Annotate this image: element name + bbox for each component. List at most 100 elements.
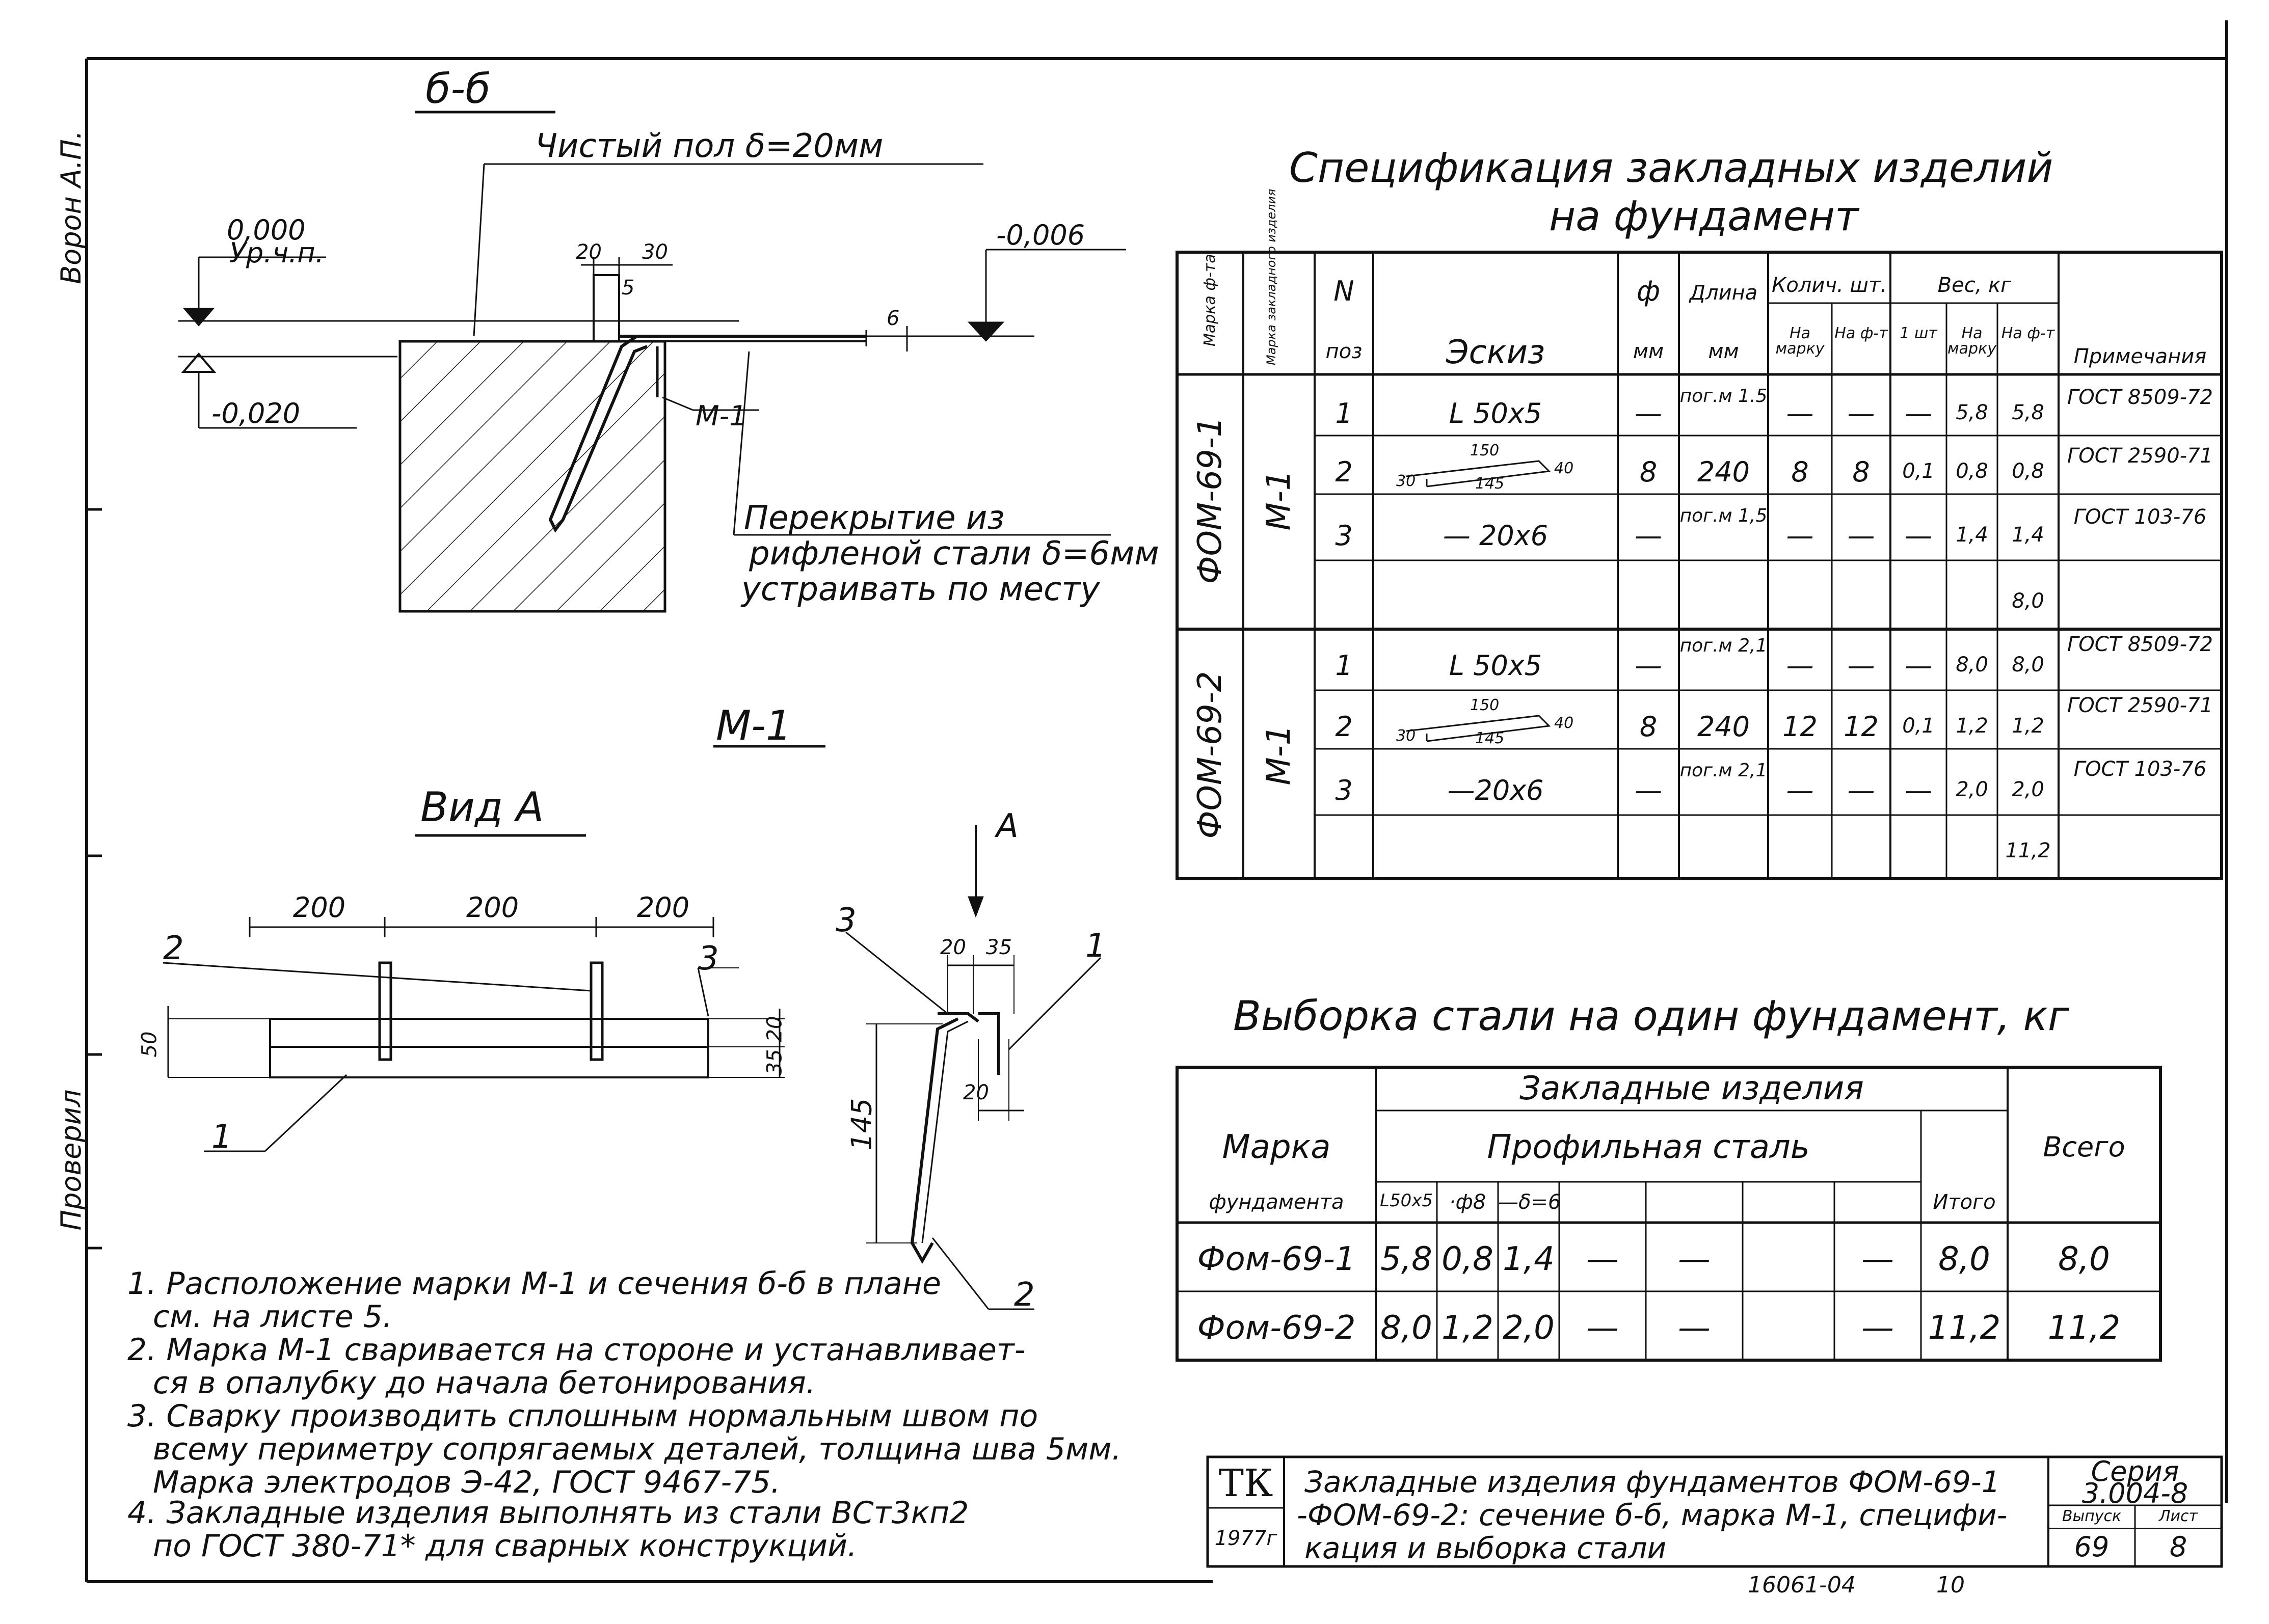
note-3b: всему периметру сопрягаемых деталей, тол… — [153, 1431, 1122, 1467]
spec-r1-len: пог.м 1.5 — [1679, 386, 1768, 407]
mark-m1-label: М-1 — [696, 400, 747, 432]
rebar1-r: 40 — [1554, 459, 1574, 477]
spec-g2-total: 11,2 — [2005, 839, 2051, 862]
arrow-a-label: А — [996, 807, 1019, 845]
note-3a: 3. Сварку производить сплошным нормальны… — [127, 1398, 1038, 1434]
steel-r2-mark: Фом-69-2 — [1197, 1309, 1356, 1347]
spec-r3-poz: 3 — [1335, 520, 1353, 552]
spec-title-2: на фундамент — [1549, 193, 1859, 240]
spec-h-qty-mark: На марку — [1775, 324, 1825, 358]
dim-200-a: 200 — [293, 891, 346, 924]
stamp-org: ТК — [1218, 1461, 1273, 1505]
spec-r1-wf: 5,8 — [2012, 401, 2044, 424]
note-2a: 2. Марка М-1 сваривается на стороне и ус… — [127, 1332, 1026, 1368]
spec-h-w-one: 1 шт — [1900, 324, 1937, 342]
note-1b: см. на листе 5. — [153, 1299, 392, 1335]
stamp-issue-label: Выпуск — [2062, 1507, 2122, 1525]
steel-h-itogo: Итого — [1933, 1190, 1996, 1214]
floor-note: Чистый пол δ=20мм — [535, 127, 884, 165]
footer-page: 10 — [1936, 1572, 1965, 1598]
profile-drawing — [845, 825, 1102, 1310]
rebar2-a: 150 — [1470, 696, 1500, 714]
spec-r2-wm: 0,8 — [1956, 459, 1988, 483]
spec-r6-phi: — — [1635, 774, 1662, 806]
margin-text-2: Ворон А.П. — [55, 130, 87, 284]
spec-r6-qm: — — [1786, 774, 1814, 806]
spec-h-phi-mm: мм — [1633, 340, 1664, 363]
margin-text-1: Проверил — [55, 1089, 87, 1231]
spec-r5-len: 240 — [1697, 711, 1750, 743]
dim-5: 5 — [622, 276, 635, 300]
view-a-title: Вид А — [420, 783, 544, 831]
steel-r1-v1: 5,8 — [1380, 1240, 1432, 1278]
spec-r5-qf: 12 — [1844, 711, 1879, 743]
spec-r4-wm: 8,0 — [1956, 653, 1988, 676]
left-margin-marks — [87, 508, 102, 1250]
spec-h-sketch: Эскиз — [1446, 334, 1545, 371]
spec-h-notes: Примечания — [2073, 345, 2207, 368]
spec-r4-qm: — — [1786, 649, 1814, 682]
stamp-issue: 69 — [2074, 1531, 2110, 1563]
spec-r1-poz: 1 — [1335, 397, 1353, 429]
rebar1-l: 30 — [1396, 472, 1416, 490]
stamp-grid — [1206, 1455, 2223, 1568]
section-bb-drawing — [178, 111, 1126, 613]
level-zero: 0,000 — [227, 214, 306, 246]
cover-note-line-3: устраивать по месту — [741, 571, 1100, 608]
spec-r4-wf: 8,0 — [2012, 653, 2044, 676]
rebar-sketch-row2 — [1406, 460, 1551, 488]
steel-r1-v4: — — [1586, 1240, 1619, 1278]
spec-h-phi: ф — [1636, 275, 1661, 307]
steel-h-profile: Профильная сталь — [1487, 1128, 1810, 1166]
spec-r2-qm: 8 — [1791, 456, 1809, 488]
spec-r1-phi: — — [1635, 397, 1662, 429]
spec-r6-qf: — — [1847, 774, 1875, 806]
steel-r2-v1: 8,0 — [1380, 1309, 1432, 1347]
spec-r3-phi: — — [1635, 520, 1662, 552]
spec-r3-wf: 1,4 — [2012, 523, 2044, 547]
spec-r4-qf: — — [1847, 649, 1875, 682]
spec-h-length: Длина — [1689, 281, 1758, 305]
stamp-desc-2: -ФОМ-69-2: сечение б-б, марка М-1, специ… — [1297, 1498, 2008, 1532]
spec-r4-sketch: L 50x5 — [1449, 649, 1542, 682]
spec-r5-phi: 8 — [1639, 711, 1658, 743]
rebar2-b: 145 — [1475, 729, 1505, 747]
spec-r1-qf: — — [1847, 397, 1875, 429]
steel-r1-mark: Фом-69-1 — [1197, 1240, 1356, 1278]
spec-h-weight: Вес, кг — [1937, 274, 2012, 297]
spec-r6-note: ГОСТ 103-76 — [2073, 757, 2207, 781]
spec-h-qty: Колич. шт. — [1771, 274, 1887, 297]
cover-note-line-2: рифленой стали δ=6мм — [749, 535, 1159, 573]
spec-h-qty-found: На ф-т — [1834, 324, 1888, 342]
steel-r1-v6: — — [1861, 1240, 1894, 1278]
dim-50: 50 — [138, 1031, 162, 1058]
steel-h-embedded: Закладные изделия — [1519, 1070, 1864, 1107]
view-a-drawing — [163, 745, 825, 1152]
spec-r2-phi: 8 — [1639, 456, 1658, 488]
rebar-sketch-row5 — [1406, 715, 1551, 742]
spec-h-w-mark: На марку — [1947, 324, 1996, 358]
spec-r1-wm: 5,8 — [1956, 401, 1988, 424]
spec-g1-found: ФОМ-69-1 — [1191, 416, 1229, 584]
stamp-year: 1977г — [1214, 1527, 1277, 1550]
rebar2-r: 40 — [1554, 714, 1574, 732]
spec-r3-qf: — — [1847, 520, 1875, 552]
spec-h-n: N — [1333, 275, 1354, 307]
spec-r1-note: ГОСТ 8509-72 — [2067, 386, 2213, 409]
dim-20: 20 — [576, 240, 602, 264]
spec-title-1: Спецификация закладных изделий — [1289, 144, 2053, 192]
spec-r3-w1: — — [1905, 520, 1932, 552]
spec-h-mark-item: Марка закладного изделия — [1264, 188, 1278, 365]
dim-20-right: 20 — [763, 1016, 787, 1042]
spec-h-w-found: На ф-т — [2001, 324, 2055, 342]
profile-callout-3: 3 — [836, 902, 857, 939]
spec-r2-note: ГОСТ 2590-71 — [2067, 444, 2213, 468]
stamp-series-label: Серия — [2091, 1455, 2179, 1487]
steel-r2-total: 11,2 — [2047, 1309, 2121, 1347]
steel-col-3: —δ=6 — [1498, 1190, 1561, 1214]
steel-r2-itogo: 11,2 — [1928, 1309, 2001, 1347]
spec-r4-phi: — — [1635, 649, 1662, 682]
steel-r2-v4: — — [1586, 1309, 1619, 1347]
steel-col-1: L50x5 — [1380, 1190, 1433, 1211]
